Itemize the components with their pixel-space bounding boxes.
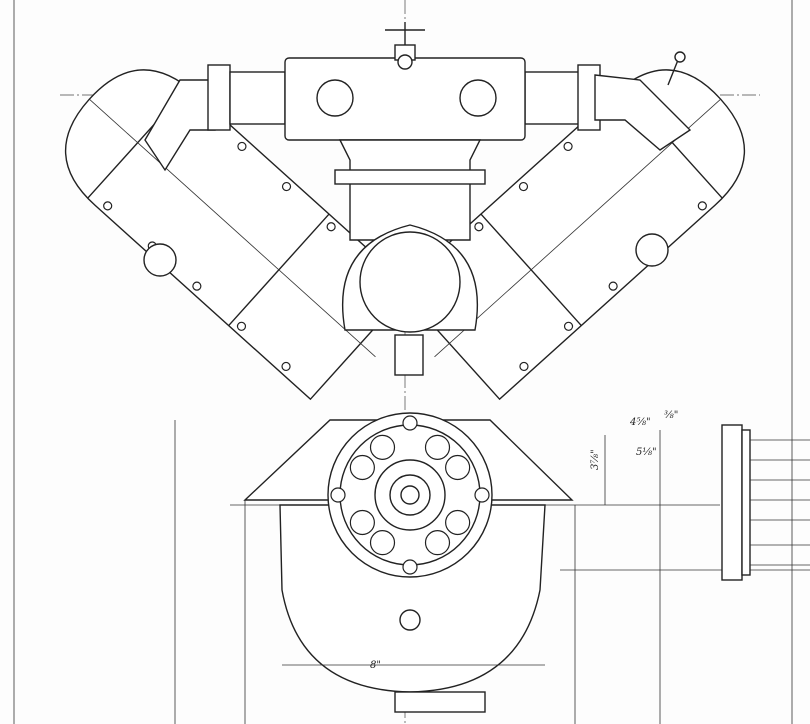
cover-bolt xyxy=(330,487,346,503)
lightening-hole xyxy=(349,454,375,481)
cover-bolt xyxy=(402,415,418,431)
dimension-flange-top: 4⅝" xyxy=(629,417,651,428)
lightening-hole xyxy=(445,454,471,481)
side-detail-view xyxy=(721,424,810,581)
right-intake-elbow xyxy=(594,74,692,151)
lightening-hole xyxy=(445,509,471,536)
crankshaft-end xyxy=(400,485,420,505)
dimension-sump-width: 8" xyxy=(370,660,381,671)
lightening-hole xyxy=(424,434,451,460)
drive-shaft-housing xyxy=(394,334,424,376)
left-inspection-port xyxy=(143,243,177,277)
dimension-flange-height: 3⅞" xyxy=(590,449,601,470)
sump-plug xyxy=(399,609,421,631)
cover-bolt xyxy=(402,559,418,575)
left-pipe xyxy=(229,71,286,125)
central-column xyxy=(338,139,482,241)
lightening-hole xyxy=(369,434,396,460)
left-cylinder-bank xyxy=(64,69,412,401)
left-pipe-flange xyxy=(207,64,231,131)
valve-knob xyxy=(674,51,686,63)
right-pipe xyxy=(524,71,581,125)
dimension-flange-bottom: 5⅛" xyxy=(636,447,657,458)
right-inspection-port xyxy=(635,233,669,267)
column-band xyxy=(334,169,486,185)
lightening-hole xyxy=(349,509,375,536)
cover-bolt xyxy=(474,487,490,503)
valve-lever xyxy=(667,59,679,86)
lightening-hole xyxy=(369,530,396,556)
carburetor-bore xyxy=(359,231,461,333)
lightening-hole xyxy=(424,530,451,556)
cover-bolts xyxy=(330,415,490,575)
manifold-port-right xyxy=(459,79,497,117)
manifold-port-left xyxy=(316,79,354,117)
sump-drain-fittings xyxy=(394,691,486,713)
manifold-nut xyxy=(397,54,413,70)
dimension-flange-thickness: ⅜" xyxy=(664,410,678,421)
